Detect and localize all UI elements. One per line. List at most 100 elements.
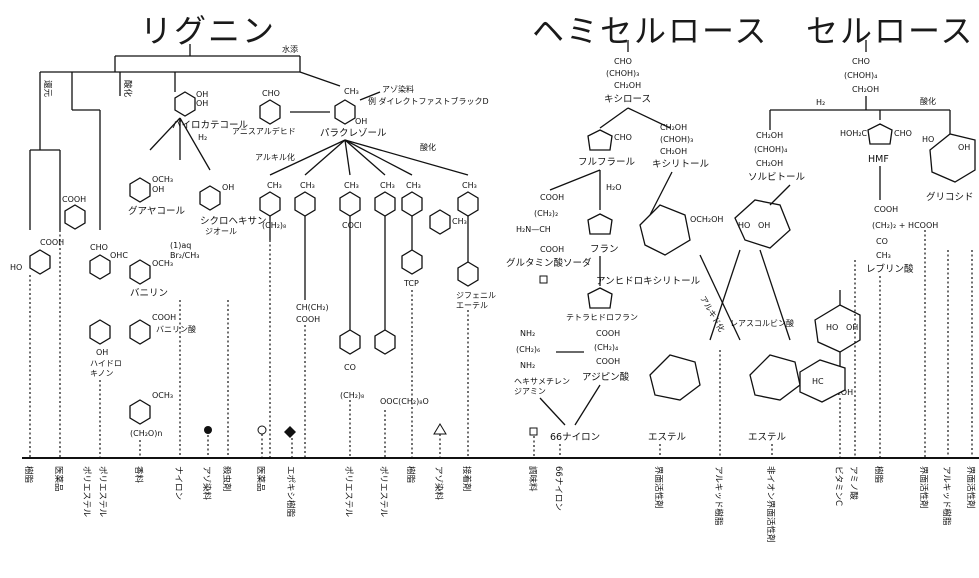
svg-text:OOC(CH₂)₈O: OOC(CH₂)₈O: [380, 397, 429, 406]
bottom-labels: 樹脂 医薬品 ポリエステル ポリエステル 香料 ナイロン アゾ染料 殺虫剤 医薬…: [23, 466, 976, 543]
bottom-label: ナイロン: [173, 466, 183, 500]
ester-ring-2: [750, 355, 800, 400]
svg-text:OH: OH: [758, 221, 770, 230]
svg-text:キシロース: キシロース: [604, 94, 651, 105]
bottom-label: ポリエステル: [97, 466, 107, 518]
svg-text:アルキド化: アルキド化: [698, 294, 727, 334]
svg-text:例 ダイレクトファストブラックD: 例 ダイレクトファストブラックD: [368, 96, 489, 106]
bottom-label: ポリエステル: [378, 466, 388, 518]
svg-text:OCH₃: OCH₃: [152, 391, 173, 400]
svg-text:OCH₃: OCH₃: [152, 175, 173, 184]
polyester-ring-3: [375, 330, 395, 354]
bottom-label: 樹脂: [23, 466, 34, 484]
svg-text:CH₃: CH₃: [300, 181, 315, 190]
svg-text:OH: OH: [196, 90, 208, 99]
bottom-label: ビタミンC: [833, 466, 843, 506]
svg-text:CH₃: CH₃: [380, 181, 395, 190]
bottom-label: 接着剤: [461, 466, 472, 492]
guaiacol-ring: [130, 178, 150, 202]
svg-text:アンヒドロキシリトール: アンヒドロキシリトール: [596, 276, 701, 287]
bottom-label: エポキシ樹脂: [285, 466, 296, 518]
svg-text:アジピン酸: アジピン酸: [582, 371, 630, 383]
glycoside-ring: [930, 134, 975, 182]
svg-text:CH₂OH: CH₂OH: [660, 123, 687, 132]
svg-text:CO: CO: [876, 237, 888, 246]
svg-text:エステル: エステル: [748, 432, 787, 443]
svg-text:(1)aq: (1)aq: [170, 241, 191, 250]
hydroxybenzoic-ring: [65, 205, 85, 229]
svg-text:(CH₂)₈: (CH₂)₈: [340, 391, 364, 400]
svg-text:酸化: 酸化: [122, 80, 133, 98]
cresol-ring-5: [402, 192, 422, 216]
svg-text:シクロヘキサン: シクロヘキサン: [200, 216, 267, 227]
svg-text:キシリトール: キシリトール: [652, 159, 710, 170]
svg-text:COOH: COOH: [62, 195, 86, 204]
svg-text:エーテル: エーテル: [456, 301, 488, 310]
bottom-label: 界面活性剤: [965, 466, 976, 509]
hydroquinone-ring: [90, 320, 110, 344]
svg-text:HMF: HMF: [868, 154, 889, 165]
svg-text:(CHOH)₃: (CHOH)₃: [606, 69, 639, 78]
vanillin-ring: [130, 260, 150, 284]
svg-text:OCH₂OH: OCH₂OH: [690, 215, 723, 224]
svg-text:水添: 水添: [282, 44, 298, 54]
svg-text:アゾ染料: アゾ染料: [382, 84, 414, 94]
cresol-ring-6: [458, 192, 478, 216]
svg-text:グリコシド: グリコシド: [926, 191, 974, 203]
svg-text:CO: CO: [344, 363, 356, 372]
bottom-label: 界面活性剤: [653, 466, 664, 509]
hemicellulose-tree: CHO (CHOH)₃ CH₂OH キシロース CHO フルフラール CH₂OH…: [506, 40, 800, 443]
bottom-label: 界面活性剤: [918, 466, 929, 509]
svg-text:ソルビトール: ソルビトール: [748, 172, 806, 183]
svg-text:HO: HO: [826, 323, 838, 332]
guaiacol-acid-ring: [90, 255, 110, 279]
furan-ring: [588, 214, 612, 234]
svg-text:OCH₃: OCH₃: [152, 259, 173, 268]
svg-text:COOH: COOH: [152, 313, 176, 322]
svg-text:還元: 還元: [42, 80, 53, 98]
svg-text:CH₂OH: CH₂OH: [852, 85, 879, 94]
bottom-label: 香料: [133, 466, 144, 484]
bottom-label: 殺虫剤: [221, 466, 232, 492]
svg-text:H₂: H₂: [816, 98, 825, 107]
tcp-ring: [402, 250, 422, 274]
svg-text:H₂: H₂: [198, 133, 207, 142]
svg-text:OH: OH: [222, 183, 234, 192]
svg-text:CH₂OH: CH₂OH: [756, 159, 783, 168]
svg-text:(CHOH)₄: (CHOH)₄: [844, 71, 877, 80]
svg-text:OH: OH: [846, 323, 858, 332]
svg-text:NH₂: NH₂: [520, 329, 535, 338]
svg-text:テトラヒドロフラン: テトラヒドロフラン: [566, 313, 638, 322]
svg-text:(CHOH)₃: (CHOH)₃: [660, 135, 693, 144]
svg-text:(CH₂)₄: (CH₂)₄: [594, 343, 618, 352]
aldehyde-ring: [260, 100, 280, 124]
svg-text:CH(CH₂): CH(CH₂): [296, 303, 329, 312]
marker-dot-1: [204, 426, 212, 434]
svg-text:Br₂/CH₃: Br₂/CH₃: [170, 251, 200, 260]
svg-text:グルタミン酸ソーダ: グルタミン酸ソーダ: [506, 257, 592, 269]
polyester-ring: [130, 400, 150, 424]
bottom-label: アゾ染料: [433, 466, 444, 501]
svg-text:OH: OH: [958, 143, 970, 152]
catechol-acid-ring: [30, 250, 50, 274]
svg-text:HO: HO: [10, 263, 22, 272]
svg-text:CH₃: CH₃: [406, 181, 421, 190]
svg-text:CH₂OH: CH₂OH: [660, 147, 687, 156]
svg-text:ヘキサメチレン: ヘキサメチレン: [514, 377, 570, 386]
svg-text:HC: HC: [812, 377, 824, 386]
svg-text:COOH: COOH: [540, 245, 564, 254]
svg-text:(CHOH)₄: (CHOH)₄: [754, 145, 787, 154]
svg-text:ジオール: ジオール: [205, 227, 237, 236]
bottom-label: ポリエステル: [81, 466, 91, 518]
p-cresol-ring: [335, 100, 355, 124]
bottom-label: 66ナイロン: [553, 466, 563, 511]
svg-text:H₂N—CH: H₂N—CH: [516, 225, 551, 234]
cyclohexane-ring: [200, 186, 220, 210]
svg-text:CH₃: CH₃: [876, 251, 891, 260]
svg-text:CHO: CHO: [894, 129, 912, 138]
polyester-ring-2: [340, 330, 360, 354]
svg-text:ハイドロ: ハイドロ: [90, 359, 122, 368]
lignin-tree: 還元 酸化 水添 OH OH パイロカテコール COOH HO COOH CHO…: [10, 44, 496, 438]
svg-text:OHC: OHC: [110, 251, 128, 260]
svg-text:レアスコルビン酸: レアスコルビン酸: [730, 318, 794, 328]
